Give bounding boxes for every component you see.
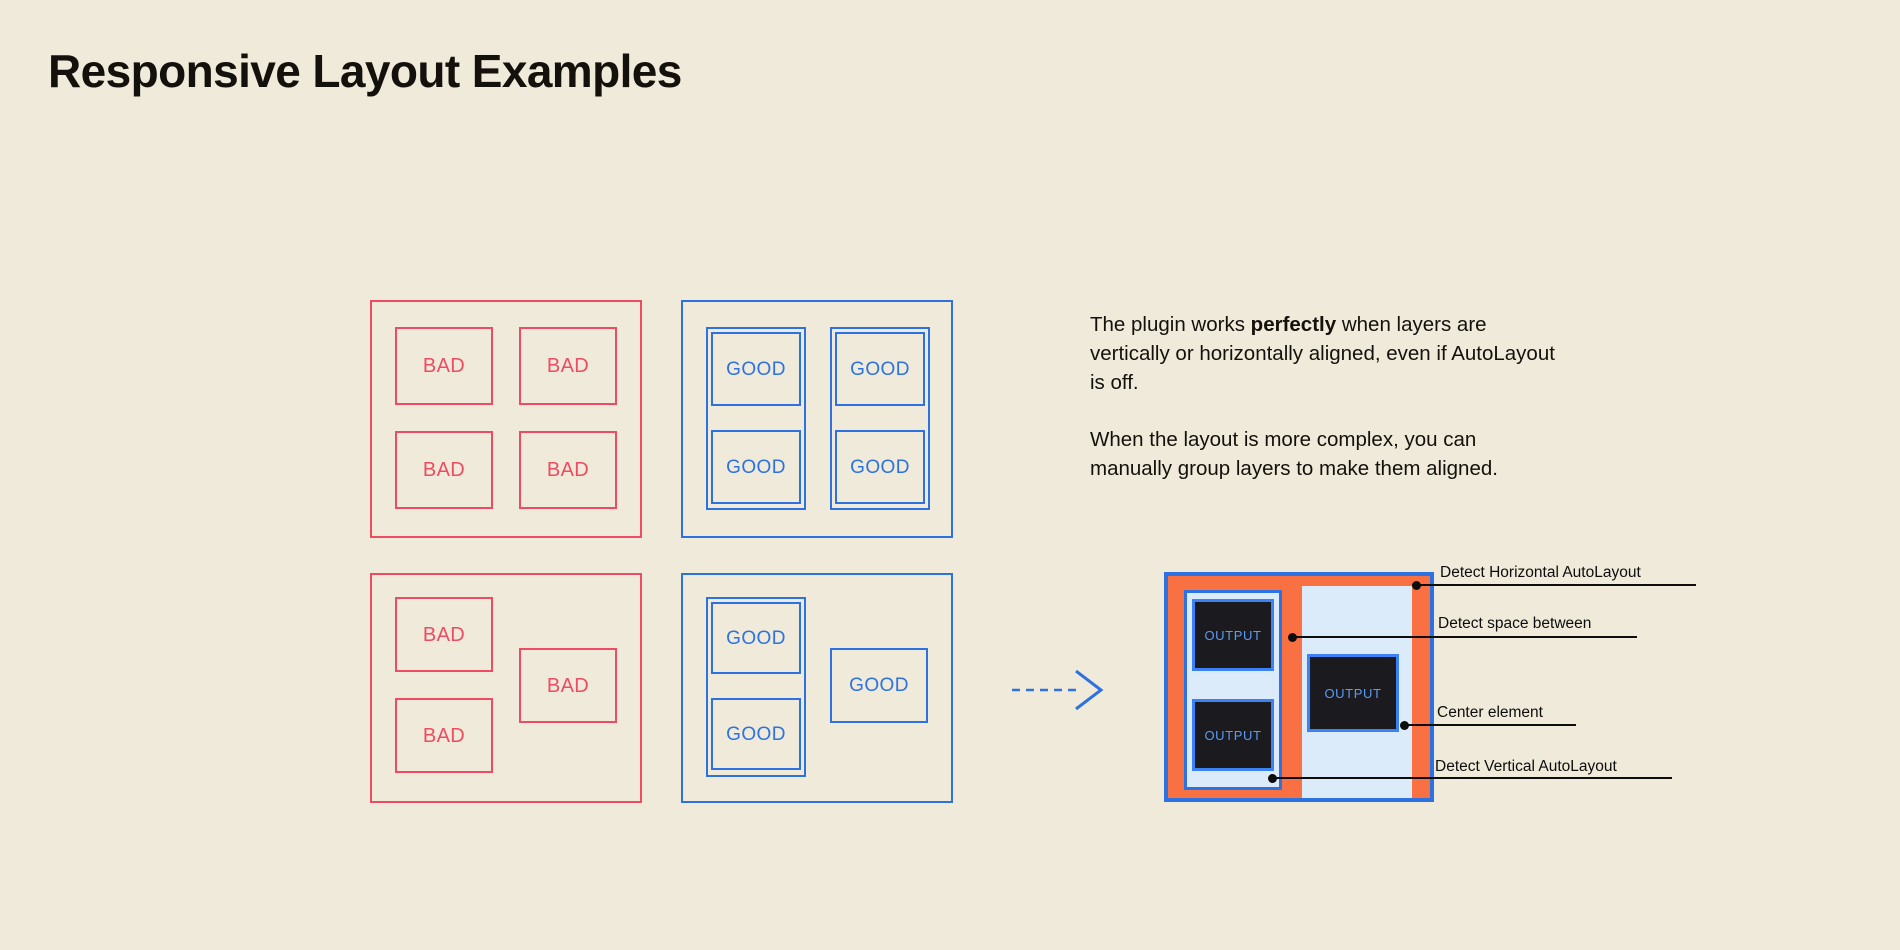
callout-rule [1272, 777, 1672, 780]
cell-label: GOOD [850, 358, 910, 380]
good-cell: GOOD [835, 430, 925, 504]
output-box: OUTPUT [1192, 699, 1274, 771]
mock-left-column: OUTPUT OUTPUT [1184, 590, 1282, 790]
callout-rule [1292, 636, 1637, 639]
bad-cell: BAD [395, 327, 493, 405]
good-group-stack: GOOD GOOD [706, 597, 806, 777]
good-cell: GOOD [711, 698, 801, 770]
callout-label: Center element [1437, 704, 1543, 721]
paragraph-1-bold: perfectly [1250, 313, 1337, 336]
cell-label: BAD [422, 459, 466, 481]
output-label: OUTPUT [1204, 627, 1262, 643]
good-cell: GOOD [711, 602, 801, 674]
description-paragraph-1: The plugin works perfectly when layers a… [1090, 310, 1560, 397]
cell-label: GOOD [850, 456, 910, 478]
output-box: OUTPUT [1307, 654, 1399, 732]
example-bad-grid: BAD BAD BAD BAD [370, 300, 642, 538]
good-cell: GOOD [711, 332, 801, 406]
cell-label: BAD [422, 355, 466, 377]
cell-label: GOOD [726, 627, 786, 649]
example-good-complex: GOOD GOOD GOOD [681, 573, 953, 803]
callout-label: Detect Horizontal AutoLayout [1440, 564, 1641, 581]
cell-label: BAD [546, 355, 590, 377]
page-title: Responsive Layout Examples [48, 45, 682, 97]
cell-label: BAD [546, 674, 590, 697]
good-cell: GOOD [835, 332, 925, 406]
description-copy: The plugin works perfectly when layers a… [1090, 310, 1560, 483]
bad-cell: BAD [519, 327, 617, 405]
bad-cell: BAD [395, 431, 493, 509]
cell-label: GOOD [849, 675, 909, 696]
example-bad-complex: BAD BAD BAD [370, 573, 642, 803]
good-group-column-right: GOOD GOOD [830, 327, 930, 510]
cell-label: BAD [422, 724, 466, 747]
output-label: OUTPUT [1204, 727, 1262, 743]
good-cell: GOOD [711, 430, 801, 504]
result-mock: OUTPUT OUTPUT OUTPUT [1164, 572, 1434, 802]
output-box: OUTPUT [1192, 599, 1274, 671]
cell-label: GOOD [726, 358, 786, 380]
mock-right-column: OUTPUT [1302, 586, 1412, 798]
paragraph-1-after: when layers are vertically or horizontal… [1090, 313, 1555, 394]
good-cell: GOOD [830, 648, 928, 723]
cell-label: GOOD [726, 456, 786, 478]
bad-cell: BAD [395, 597, 493, 672]
callout-label: Detect Vertical AutoLayout [1435, 758, 1617, 775]
bad-cell: BAD [519, 648, 617, 723]
example-good-grid: GOOD GOOD GOOD GOOD [681, 300, 953, 538]
dashed-arrow-right-icon [1012, 669, 1104, 711]
good-group-column-left: GOOD GOOD [706, 327, 806, 510]
bad-cell: BAD [519, 431, 617, 509]
cell-label: BAD [422, 623, 466, 646]
bad-cell: BAD [395, 698, 493, 773]
output-label: OUTPUT [1324, 685, 1382, 701]
paragraph-1-before: The plugin works [1090, 313, 1251, 336]
description-paragraph-2: When the layout is more complex, you can… [1090, 428, 1498, 480]
callout-rule [1416, 584, 1696, 587]
callout-label: Detect space between [1438, 615, 1592, 632]
cell-label: GOOD [726, 723, 786, 745]
callout-rule [1404, 724, 1576, 727]
cell-label: BAD [546, 459, 590, 481]
